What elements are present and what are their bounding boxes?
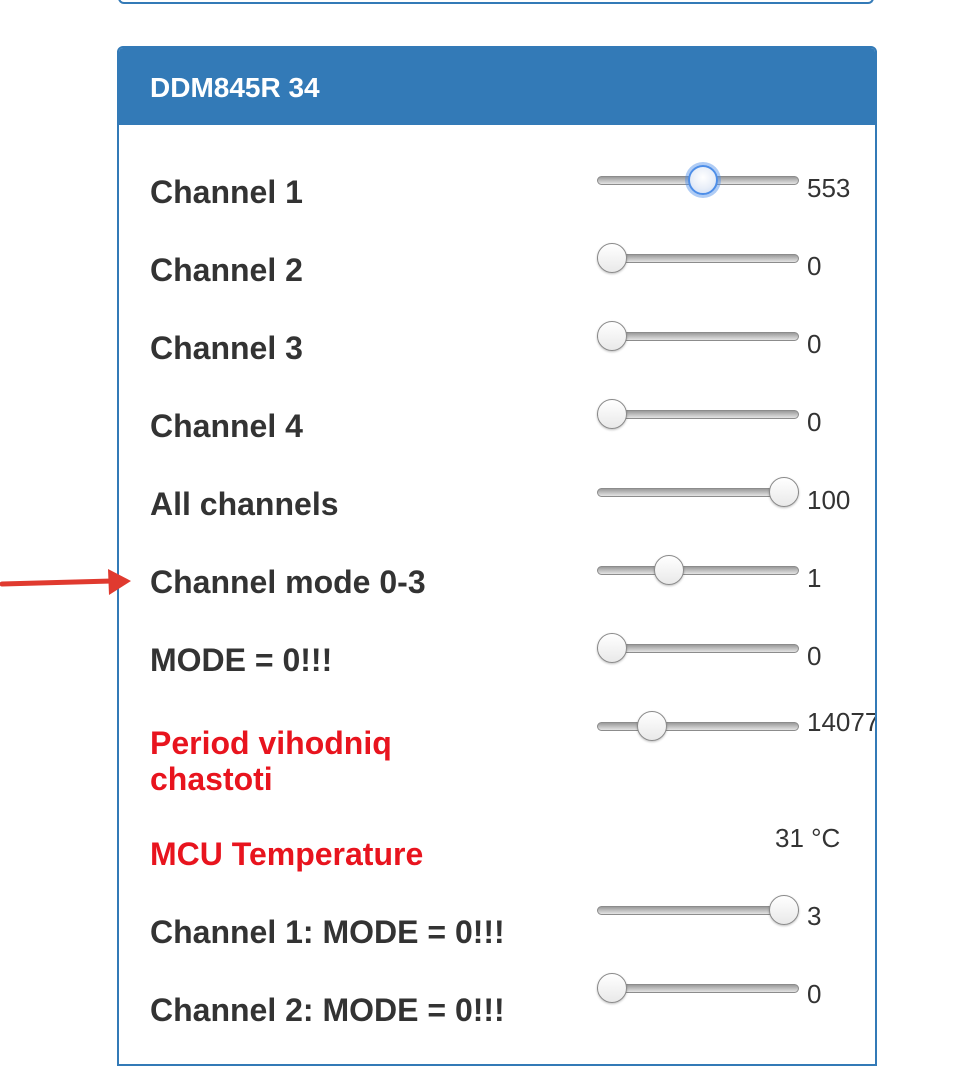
channel-mode-slider[interactable]: [597, 551, 799, 591]
slider-track[interactable]: [597, 984, 799, 993]
slider-track[interactable]: [597, 722, 799, 731]
row-value: 14077: [807, 707, 877, 737]
row-value: 0: [807, 407, 822, 437]
all-channels-slider[interactable]: [597, 473, 799, 513]
row-value: 100: [807, 485, 851, 515]
row-label: Channel 4: [150, 408, 303, 444]
channel-4-slider[interactable]: [597, 395, 799, 435]
row-label: Period vihodniq: [150, 725, 392, 761]
slider-thumb[interactable]: [653, 555, 684, 585]
row-label: All channels: [150, 486, 339, 522]
slider-track[interactable]: [597, 410, 799, 419]
arrow-head: [108, 569, 131, 595]
channel-1-slider[interactable]: [597, 161, 799, 201]
slider-track[interactable]: [597, 332, 799, 341]
row-value: 0: [807, 329, 822, 359]
slider-thumb[interactable]: [636, 711, 667, 741]
row-label: Channel mode 0-3: [150, 564, 426, 600]
period-slider[interactable]: [597, 707, 799, 747]
row-value: 0: [807, 979, 822, 1009]
row-value: 553: [807, 173, 851, 203]
slider-thumb[interactable]: [597, 399, 627, 429]
channel-2-mode-slider[interactable]: [597, 969, 799, 1009]
slider-thumb[interactable]: [688, 165, 719, 195]
slider-thumb[interactable]: [769, 895, 799, 925]
channel-2-slider[interactable]: [597, 239, 799, 279]
channel-1-mode-slider[interactable]: [597, 891, 799, 931]
slider-track[interactable]: [597, 254, 799, 263]
row-label: Channel 2: [150, 252, 303, 288]
row-label: MCU Temperature: [150, 836, 424, 872]
row-value: 0: [807, 641, 822, 671]
slider-track[interactable]: [597, 644, 799, 653]
row-label: Channel 1: MODE = 0!!!: [150, 914, 505, 950]
temperature-value: 31 °C: [775, 823, 841, 853]
row-label: MODE = 0!!!: [150, 642, 333, 678]
slider-thumb[interactable]: [597, 633, 627, 663]
row-value: 1: [807, 563, 822, 593]
slider-thumb[interactable]: [597, 973, 627, 1003]
red-arrow-icon: [0, 569, 131, 595]
row-value: 3: [807, 901, 822, 931]
panel-title: DDM845R 34: [119, 48, 875, 125]
previous-panel-edge: [118, 0, 874, 4]
slider-thumb[interactable]: [597, 243, 627, 273]
mode-slider[interactable]: [597, 629, 799, 669]
row-value: 0: [807, 251, 822, 281]
device-panel: DDM845R 34 Channel 1 553 Channel 2 0 Cha…: [117, 46, 877, 1066]
row-label-line-2: chastoti: [150, 761, 273, 797]
row-label: Channel 3: [150, 330, 303, 366]
arrow-shaft: [0, 578, 115, 587]
slider-thumb[interactable]: [769, 477, 799, 507]
slider-track[interactable]: [597, 566, 799, 575]
slider-thumb[interactable]: [597, 321, 627, 351]
row-label: Channel 1: [150, 174, 303, 210]
channel-3-slider[interactable]: [597, 317, 799, 357]
row-label: Channel 2: MODE = 0!!!: [150, 992, 505, 1028]
